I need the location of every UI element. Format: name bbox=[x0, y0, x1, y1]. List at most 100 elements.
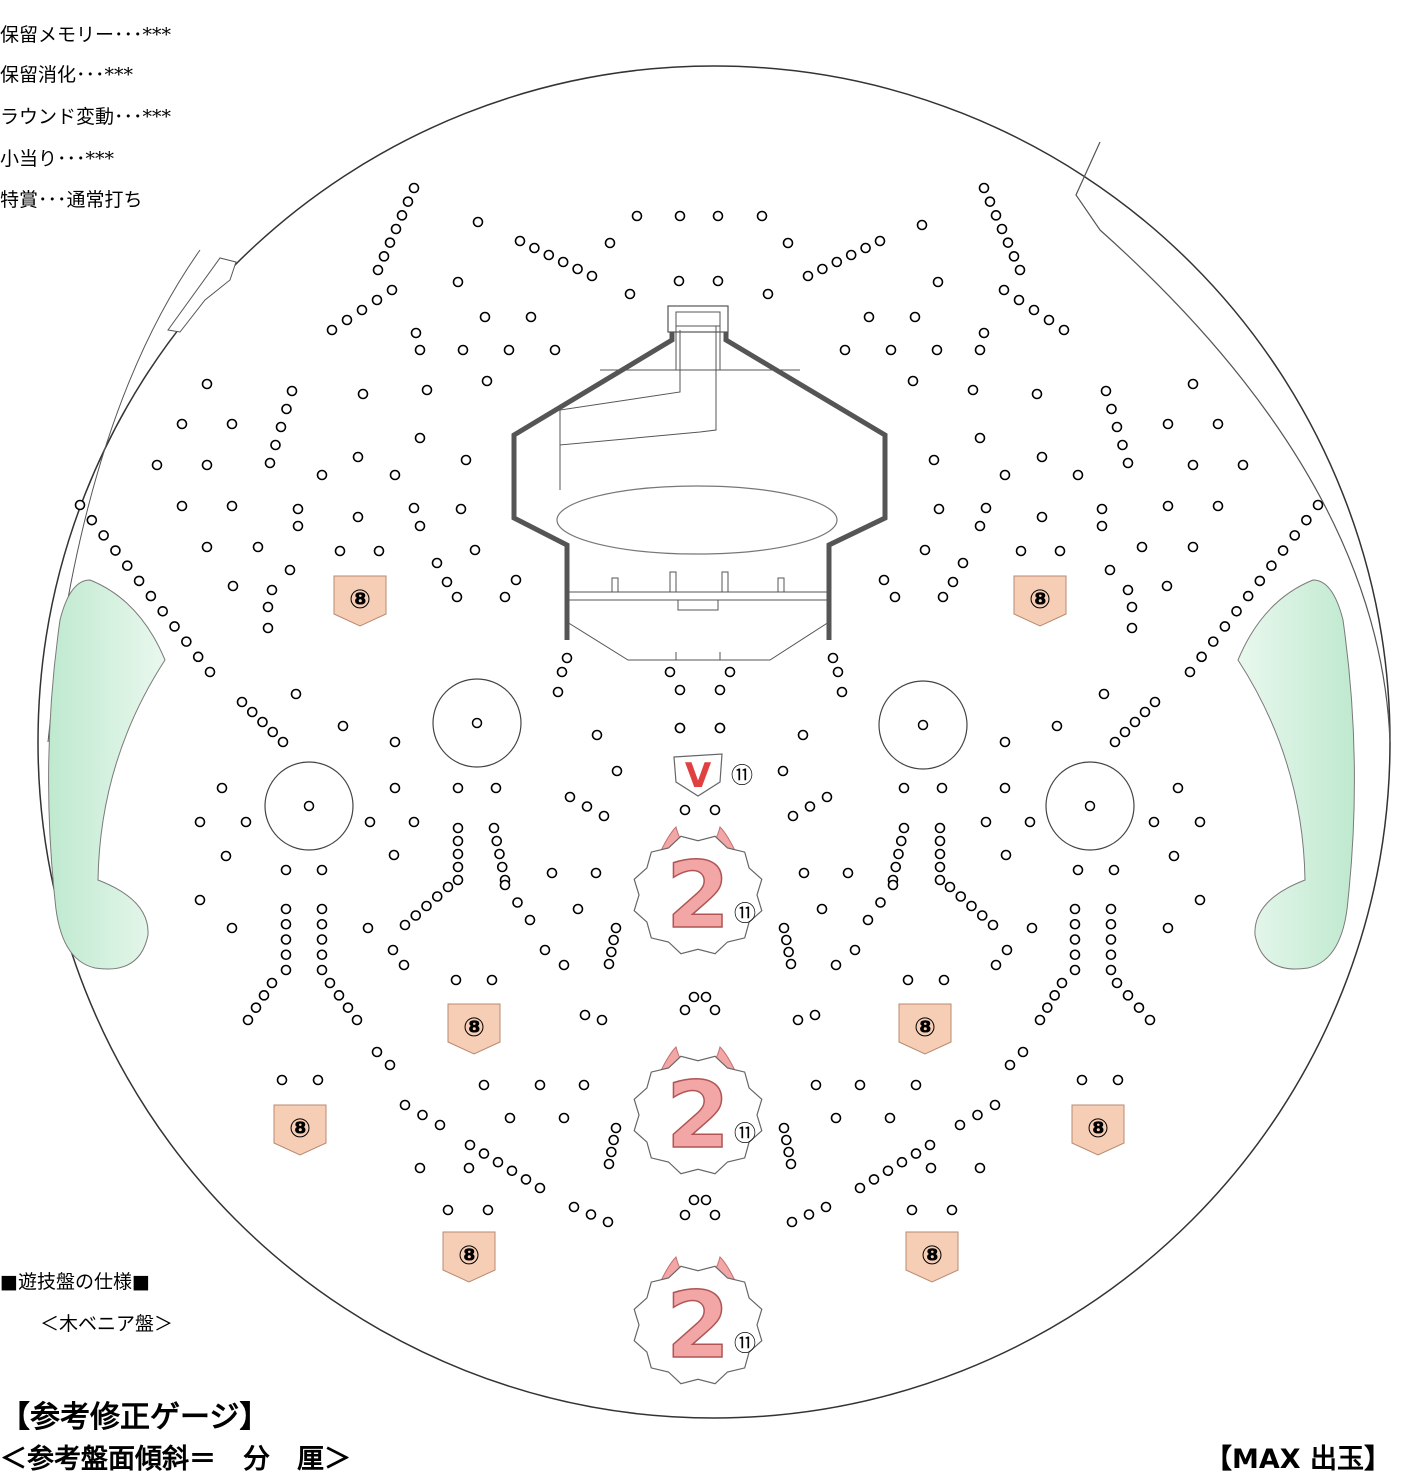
nail-pin bbox=[1106, 403, 1117, 415]
nail-pin bbox=[924, 1139, 936, 1151]
nail-pin bbox=[810, 1079, 822, 1091]
nail-pin bbox=[512, 897, 523, 908]
nail-pin bbox=[450, 974, 462, 986]
nail-pin bbox=[496, 861, 508, 873]
nail-pin bbox=[1237, 459, 1249, 471]
nail-pin bbox=[925, 1162, 937, 1174]
nail-pin bbox=[974, 432, 986, 444]
nail-pin bbox=[242, 1014, 254, 1026]
nail-pin bbox=[1028, 304, 1040, 316]
nail-pin bbox=[954, 1119, 966, 1131]
nail-pin bbox=[277, 736, 289, 748]
nail-pin bbox=[503, 344, 515, 356]
nail-pin bbox=[1069, 964, 1081, 976]
nail-pin bbox=[1004, 1059, 1016, 1071]
nail-pin bbox=[499, 591, 511, 603]
nail-pin bbox=[388, 849, 400, 861]
nail-pin bbox=[1108, 864, 1120, 876]
nail-pin bbox=[679, 1209, 691, 1221]
spec-hold-memory: 保留メモリー･･･*** bbox=[0, 24, 172, 46]
nail-pin bbox=[1069, 903, 1081, 915]
nail-pin bbox=[782, 237, 794, 249]
nail-pin bbox=[756, 210, 768, 222]
nail-pin bbox=[910, 1148, 922, 1159]
nail-pin bbox=[572, 903, 584, 915]
nail-pin bbox=[1017, 1046, 1029, 1058]
nail-pin bbox=[809, 1009, 821, 1021]
nail-pin bbox=[452, 822, 464, 834]
nail-pin bbox=[316, 903, 328, 915]
nail-pin bbox=[342, 1002, 354, 1013]
nail-pin bbox=[603, 958, 615, 970]
nail-pin bbox=[408, 502, 420, 514]
nail-pin bbox=[860, 242, 871, 254]
side-pocket: ⑧ bbox=[1013, 575, 1067, 627]
nail-pin bbox=[1111, 977, 1123, 989]
side-pocket: ⑧ bbox=[442, 1231, 496, 1283]
side-rail-right bbox=[1237, 579, 1355, 970]
nail-pin bbox=[341, 314, 353, 326]
nail-pin bbox=[783, 946, 794, 958]
tulip-label: 2 bbox=[666, 842, 730, 949]
nail-pin bbox=[499, 879, 511, 891]
nail-pins bbox=[74, 182, 1324, 1228]
nail-pin bbox=[578, 1079, 590, 1091]
nail-pin bbox=[830, 1112, 842, 1124]
nail-pin bbox=[1212, 500, 1224, 512]
nail-pin bbox=[937, 591, 949, 603]
nail-pin bbox=[898, 822, 910, 834]
nail-pin bbox=[887, 879, 899, 891]
gauge-incline: ＜参考盤面傾斜＝ 分 厘＞ bbox=[0, 1444, 351, 1475]
nail-pin bbox=[262, 601, 274, 613]
nail-pin bbox=[169, 621, 180, 632]
nail-pin bbox=[714, 722, 726, 734]
nail-pin bbox=[201, 541, 213, 553]
nail-pin bbox=[333, 990, 345, 1001]
side-pocket: ⑧ bbox=[1071, 1104, 1125, 1156]
nail-pin bbox=[552, 686, 564, 698]
nail-pin bbox=[464, 1139, 476, 1151]
nail-pin bbox=[402, 196, 414, 207]
nail-pin bbox=[194, 894, 206, 906]
nail-pin bbox=[240, 816, 252, 828]
nail-pin bbox=[441, 576, 453, 588]
nail-pin bbox=[1122, 990, 1134, 1001]
nail-pin bbox=[292, 503, 304, 515]
nail-pin bbox=[854, 1182, 866, 1194]
nail-pin bbox=[827, 652, 839, 664]
nail-pin bbox=[830, 959, 842, 971]
side-pocket-value: ⑧ bbox=[458, 1241, 480, 1271]
nail-pin bbox=[1013, 294, 1025, 306]
nail-pin bbox=[1026, 922, 1038, 934]
nail-pin bbox=[586, 270, 598, 282]
nail-pin bbox=[1051, 720, 1063, 732]
nail-pin bbox=[434, 1119, 446, 1131]
nail-pin bbox=[990, 210, 1002, 221]
nail-pin bbox=[895, 835, 907, 847]
nail-pin bbox=[478, 1079, 490, 1091]
nail-pin bbox=[1043, 314, 1055, 326]
nail-pin bbox=[816, 903, 828, 915]
nail-pin bbox=[1168, 850, 1180, 862]
nail-pin bbox=[356, 304, 368, 316]
nail-pin bbox=[797, 729, 809, 741]
nail-pin bbox=[494, 848, 505, 860]
nail-pin bbox=[688, 991, 700, 1003]
nail-pin bbox=[270, 439, 281, 451]
nail-pin bbox=[246, 706, 258, 718]
nail-pin bbox=[1031, 388, 1043, 400]
nail-pin bbox=[604, 237, 616, 249]
nail-pin bbox=[414, 1162, 426, 1174]
nail-pin bbox=[98, 530, 109, 541]
nail-pin bbox=[431, 557, 443, 569]
nail-pin bbox=[1036, 451, 1048, 463]
nail-pin bbox=[258, 990, 270, 1001]
nail-pin bbox=[890, 861, 902, 873]
nail-pin bbox=[267, 726, 279, 738]
nail-pin bbox=[216, 782, 228, 794]
nail-pin bbox=[431, 891, 443, 902]
nail-pin bbox=[893, 848, 904, 860]
nail-pin bbox=[831, 256, 843, 268]
nail-pin bbox=[606, 946, 617, 958]
